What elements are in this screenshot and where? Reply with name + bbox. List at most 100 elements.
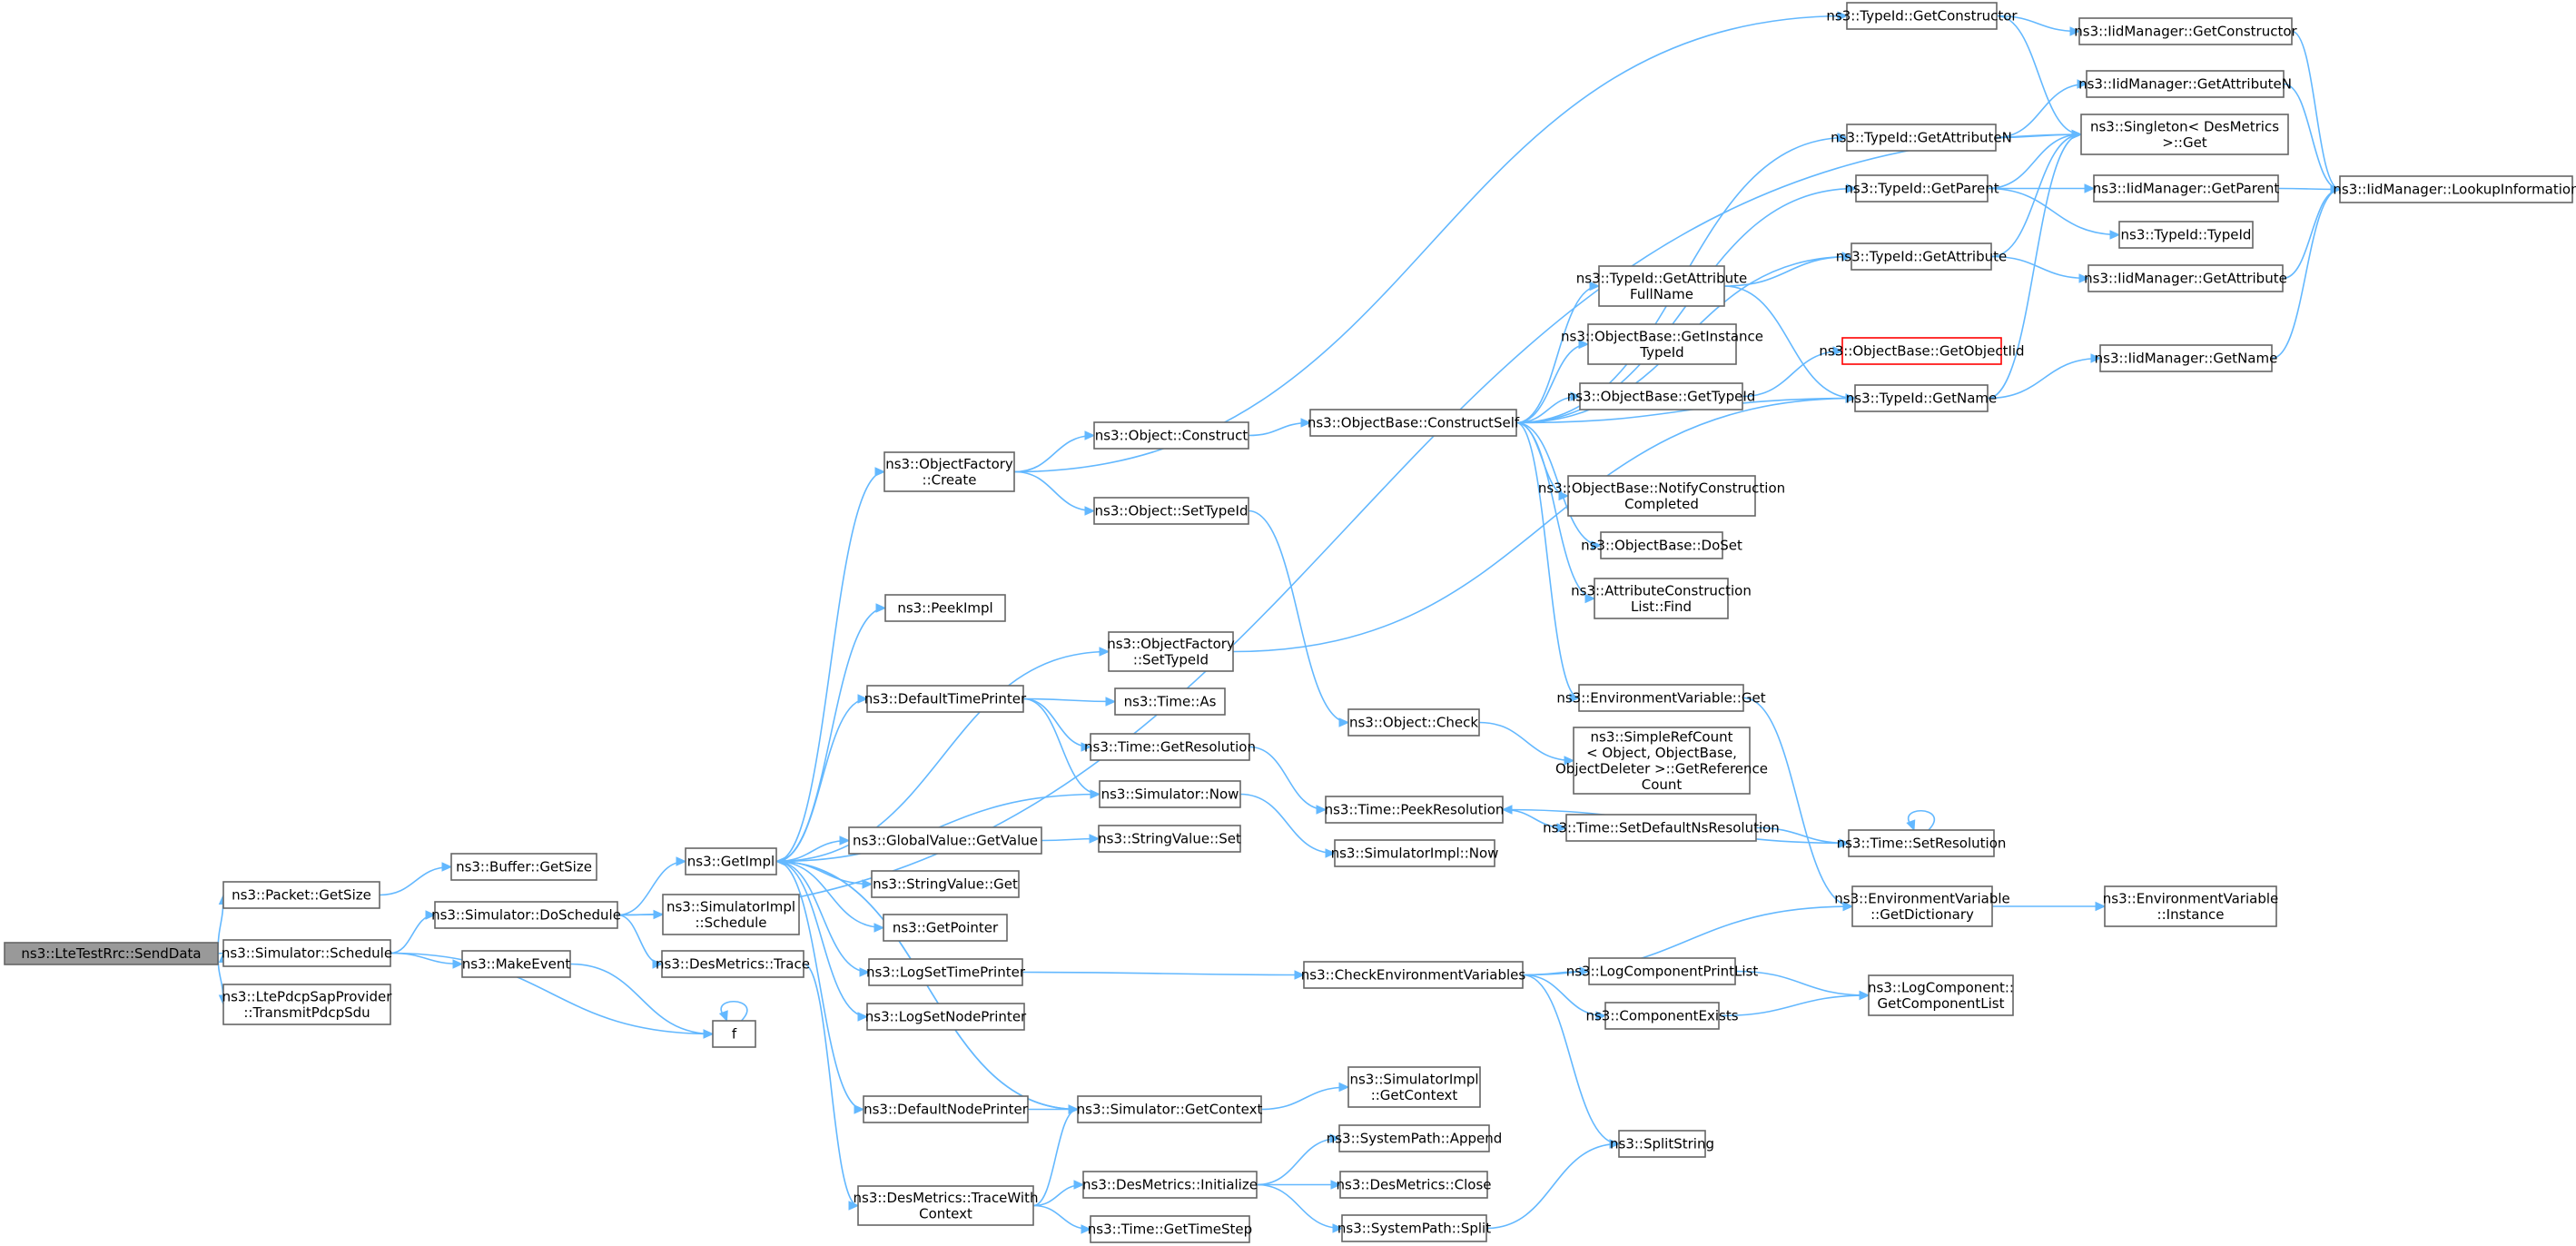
- node-label: ns3::PeekImpl: [897, 600, 992, 617]
- node-typeIdTypeId[interactable]: ns3::TypeId::TypeId: [2118, 221, 2254, 249]
- node-label: ns3::ObjectFactory: [1107, 636, 1235, 652]
- node-label: ns3::SimulatorImpl::Now: [1331, 846, 1499, 862]
- node-simImplSchedule[interactable]: ns3::SimulatorImpl::Schedule: [662, 894, 800, 935]
- node-stringValueSet[interactable]: ns3::StringValue::Set: [1098, 825, 1241, 853]
- node-logSetNodePrinter[interactable]: ns3::LogSetNodePrinter: [865, 1003, 1027, 1031]
- node-typeIdGetAttributeN[interactable]: ns3::TypeId::GetAttributeN: [1831, 124, 2012, 152]
- node-objFactoryCreate[interactable]: ns3::ObjectFactory::Create: [883, 451, 1015, 492]
- node-typeIdGetAttribute[interactable]: ns3::TypeId::GetAttribute: [1836, 242, 2007, 271]
- node-timeSetDefaultNs[interactable]: ns3::Time::SetDefaultNsResolution: [1543, 814, 1780, 842]
- node-componentExists[interactable]: ns3::ComponentExists: [1585, 1002, 1739, 1030]
- node-desTrace[interactable]: ns3::DesMetrics::Trace: [656, 950, 810, 978]
- node-label: ns3::Simulator::DoSchedule: [431, 907, 621, 924]
- node-timeGetTimeStep[interactable]: ns3::Time::GetTimeStep: [1088, 1215, 1252, 1243]
- node-label: ns3::Buffer::GetSize: [456, 859, 592, 875]
- node-objectCheck[interactable]: ns3::Object::Check: [1347, 708, 1480, 737]
- node-envVarGetDictionary[interactable]: ns3::EnvironmentVariable::GetDictionary: [1834, 885, 2010, 927]
- node-label: ns3::Singleton< DesMetrics: [2090, 118, 2279, 134]
- node-label: ns3::Time::As: [1124, 694, 1217, 710]
- node-stringValueGet[interactable]: ns3::StringValue::Get: [871, 870, 1020, 898]
- edge-line: [1256, 1137, 1340, 1186]
- node-timeGetResolution[interactable]: ns3::Time::GetResolution: [1084, 733, 1256, 761]
- node-typeIdGetParent[interactable]: ns3::TypeId::GetParent: [1844, 174, 1999, 203]
- node-typeIdGetConstructor[interactable]: ns3::TypeId::GetConstructor: [1826, 2, 2018, 30]
- node-defaultNodePrinter[interactable]: ns3::DefaultNodePrinter: [863, 1095, 1029, 1123]
- node-logComponentGetList[interactable]: ns3::LogComponent::GetComponentList: [1868, 974, 2014, 1016]
- node-objBaseDoSet[interactable]: ns3::ObjectBase::DoSet: [1581, 531, 1742, 559]
- node-systemPathAppend[interactable]: ns3::SystemPath::Append: [1327, 1124, 1503, 1152]
- node-objectSetTypeId[interactable]: ns3::Object::SetTypeId: [1093, 497, 1249, 525]
- node-splitString[interactable]: ns3::SplitString: [1610, 1130, 1714, 1158]
- node-simImplNow[interactable]: ns3::SimulatorImpl::Now: [1331, 839, 1499, 867]
- edge-arrowhead: [1591, 540, 1603, 550]
- node-iidGetName[interactable]: ns3::IidManager::GetName: [2095, 344, 2278, 372]
- node-simGetContext[interactable]: ns3::Simulator::GetContext: [1077, 1095, 1263, 1123]
- node-label: ns3::IidManager::GetConstructor: [2074, 24, 2297, 40]
- node-objBaseNotifyConstruction[interactable]: ns3::ObjectBase::NotifyConstructionCompl…: [1538, 475, 1785, 517]
- node-box: [1114, 687, 1226, 716]
- node-desClose[interactable]: ns3::DesMetrics::Close: [1337, 1171, 1492, 1199]
- node-simNow[interactable]: ns3::Simulator::Now: [1099, 780, 1241, 808]
- edge-typeIdGetConstructor-to-iidGetConstructor: [1996, 15, 2081, 36]
- edge-objFactoryCreate-to-objectSetTypeId: [1013, 470, 1096, 516]
- node-objBaseGetTypeId[interactable]: ns3::ObjectBase::GetTypeId: [1567, 382, 1756, 410]
- node-typeIdGetName[interactable]: ns3::TypeId::GetName: [1846, 384, 1997, 412]
- node-label: ns3::GetImpl: [687, 854, 775, 870]
- edge-arrowhead: [1316, 805, 1327, 815]
- node-constructSelf[interactable]: ns3::ObjectBase::ConstructSelf: [1308, 409, 1520, 437]
- node-label: ns3::SystemPath::Split: [1337, 1221, 1491, 1237]
- node-doSchedule[interactable]: ns3::Simulator::DoSchedule: [431, 901, 621, 929]
- node-label: ObjectDeleter >::GetReference: [1555, 760, 1768, 776]
- node-iidGetAttribute[interactable]: ns3::IidManager::GetAttribute: [2084, 264, 2287, 292]
- node-transmitPdcpSdu[interactable]: ns3::LtePdcpSapProvider::TransmitPdcpSdu: [222, 984, 393, 1025]
- node-packetGetSize[interactable]: ns3::Packet::GetSize: [222, 881, 380, 909]
- node-timePeekResolution[interactable]: ns3::Time::PeekResolution: [1325, 796, 1505, 824]
- node-logSetTimePrinter[interactable]: ns3::LogSetTimePrinter: [866, 958, 1026, 986]
- node-box: [1565, 814, 1757, 842]
- node-bufferGetSize[interactable]: ns3::Buffer::GetSize: [450, 853, 597, 881]
- node-objectConstruct[interactable]: ns3::Object::Construct: [1093, 421, 1249, 450]
- node-box: [1108, 631, 1234, 672]
- node-objBaseGetObjectIid[interactable]: ns3::ObjectBase::GetObjectIid: [1819, 337, 2025, 365]
- node-getImpl[interactable]: ns3::GetImpl: [685, 847, 777, 875]
- node-desInitialize[interactable]: ns3::DesMetrics::Initialize: [1082, 1171, 1258, 1199]
- node-iidLookupInformation[interactable]: ns3::IidManager::LookupInformation: [2333, 175, 2576, 203]
- node-iidGetAttributeN[interactable]: ns3::IidManager::GetAttributeN: [2078, 70, 2292, 98]
- node-sendData[interactable]: ns3::LteTestRrc::SendData: [4, 942, 219, 965]
- node-getPointer[interactable]: ns3::GetPointer: [883, 914, 1008, 942]
- node-iidGetConstructor[interactable]: ns3::IidManager::GetConstructor: [2074, 17, 2298, 45]
- node-defaultTimePrinter[interactable]: ns3::DefaultTimePrinter: [864, 685, 1027, 713]
- edge-line: [1022, 971, 1305, 976]
- node-label: ::Schedule: [695, 915, 766, 931]
- node-globalValueGetValue[interactable]: ns3::GlobalValue::GetValue: [848, 826, 1042, 855]
- node-logComponentPrintList[interactable]: ns3::LogComponentPrintList: [1566, 957, 1759, 985]
- edge-arrowhead: [1579, 966, 1591, 976]
- edge-typeIdGetAttributeN-to-iidGetAttributeN: [1995, 79, 2088, 139]
- edge-line: [1723, 285, 1856, 400]
- edge-arrowhead: [1609, 1139, 1621, 1149]
- node-simImplGetContext[interactable]: ns3::SimulatorImpl::GetContext: [1347, 1066, 1481, 1108]
- node-label: ns3::IidManager::LookupInformation: [2333, 182, 2576, 198]
- node-f[interactable]: f: [712, 1020, 756, 1048]
- node-objFactorySetTypeId[interactable]: ns3::ObjectFactory::SetTypeId: [1107, 631, 1235, 672]
- node-systemPathSplit[interactable]: ns3::SystemPath::Split: [1337, 1214, 1491, 1242]
- node-makeEvent[interactable]: ns3::MakeEvent: [461, 950, 571, 978]
- node-label: ns3::Object::Construct: [1095, 428, 1249, 444]
- node-simpleRefCount[interactable]: ns3::SimpleRefCount< Object, ObjectBase,…: [1555, 727, 1768, 795]
- node-envVarGet[interactable]: ns3::EnvironmentVariable::Get: [1556, 684, 1766, 712]
- node-singletonGet[interactable]: ns3::Singleton< DesMetrics >::Get: [2080, 114, 2289, 155]
- node-envVarInstance[interactable]: ns3::EnvironmentVariable::Instance: [2103, 885, 2278, 927]
- node-box: [1578, 684, 1744, 712]
- node-iidGetParent[interactable]: ns3::IidManager::GetParent: [2093, 174, 2280, 203]
- node-label: ns3::SplitString: [1610, 1136, 1714, 1152]
- node-timeAs[interactable]: ns3::Time::As: [1114, 687, 1226, 716]
- edge-arrowhead: [1073, 1180, 1085, 1190]
- node-peekImpl[interactable]: ns3::PeekImpl: [884, 594, 1006, 622]
- node-checkEnvVars[interactable]: ns3::CheckEnvironmentVariables: [1301, 961, 1526, 989]
- node-simSchedule[interactable]: ns3::Simulator::Schedule: [222, 939, 392, 967]
- node-timeSetResolution[interactable]: ns3::Time::SetResolution: [1837, 829, 2007, 857]
